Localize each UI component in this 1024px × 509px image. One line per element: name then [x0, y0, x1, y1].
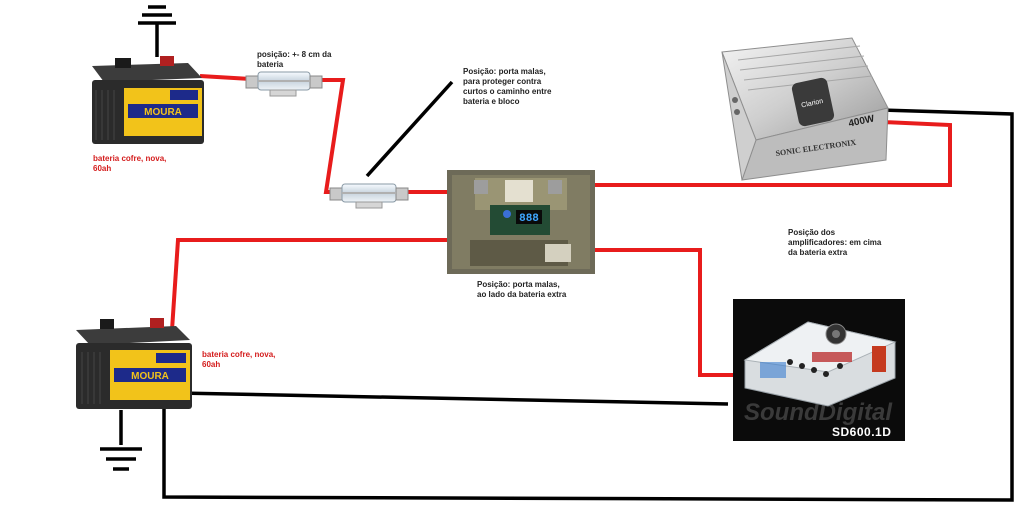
- battery-2: MOURA: [76, 318, 192, 409]
- amp1-power: 400W: [848, 113, 876, 129]
- battery1-label: bateria cofre, nova, 60ah: [93, 154, 167, 173]
- ground-wires: [119, 22, 1014, 502]
- wire-fuse1-to-fuse2: [305, 78, 350, 194]
- amp1-brand: Clarion: [801, 98, 824, 109]
- fuse-1: [245, 71, 323, 97]
- fuse2-position-label: Posição: porta malas, para proteger cont…: [463, 67, 552, 106]
- battery-1: MOURA: [92, 56, 204, 144]
- wire-isolator-to-battery2: [170, 238, 472, 331]
- wire-isolator-to-amp2: [578, 248, 760, 377]
- isolator-position-label: Posição: porta malas, ao lado da bateria…: [477, 280, 567, 299]
- ground-symbol-bottom: [100, 447, 142, 471]
- battery-1-brand: MOURA: [144, 107, 182, 118]
- isolator-display: 888: [519, 213, 539, 225]
- ground-amp1-loop: [162, 108, 1014, 502]
- positive-wires: [170, 74, 952, 377]
- ground-battery2-to-amp2: [177, 391, 729, 406]
- battery-isolator: 888: [447, 170, 595, 274]
- amplifier-sd600: SoundDigital: [733, 299, 905, 441]
- battery2-label: bateria cofre, nova, 60ah: [202, 350, 276, 369]
- amp2-model: SD600.1D: [832, 425, 892, 439]
- ground-symbol-top: [138, 5, 176, 25]
- fuse-2: [329, 183, 409, 209]
- amplifier-clarion: Clarion 400W SONIC ELECTRONIX: [721, 37, 889, 181]
- wire-isolator-to-amp1: [578, 120, 952, 187]
- fuse1-position-label: posição: +- 8 cm da bateria: [257, 50, 332, 69]
- remote-line: [365, 80, 454, 178]
- battery-2-brand: MOURA: [131, 371, 169, 382]
- amps-position-label: Posição dos amplificadores: em cima da b…: [788, 228, 882, 257]
